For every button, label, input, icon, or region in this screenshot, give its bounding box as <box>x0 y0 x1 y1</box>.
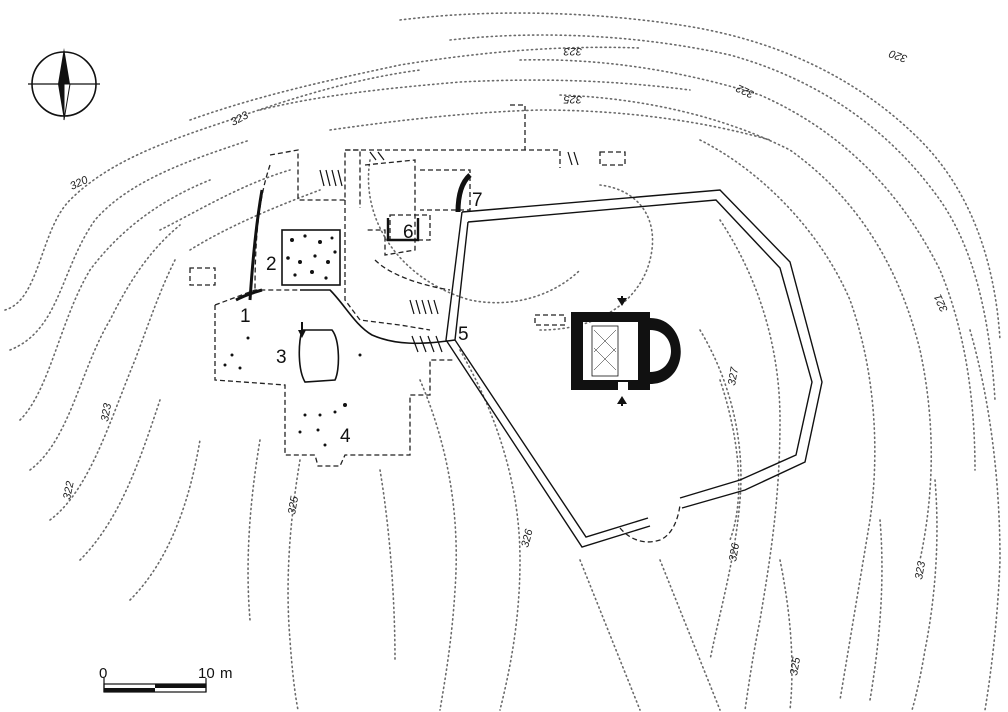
scale-start-label: 0 <box>99 665 107 682</box>
contour-line <box>419 379 457 711</box>
contour-line <box>189 189 321 251</box>
contour-line <box>129 439 201 601</box>
contour-line <box>719 379 740 541</box>
connecting-wall <box>300 289 456 345</box>
contour-label: 320 <box>68 174 91 193</box>
contour-line <box>449 34 996 401</box>
trench-outline <box>420 169 471 211</box>
contour-line <box>869 519 883 701</box>
site-label-1: 1 <box>240 306 251 327</box>
trench-outline <box>389 214 431 241</box>
rubble-dots <box>286 234 337 280</box>
contour-label: 325 <box>286 494 301 515</box>
site-numbers: 1 2 3 4 5 6 7 <box>240 190 483 447</box>
chapel-hatching <box>593 329 617 371</box>
contour-labels: 320 323 323 325 322 320 321 327 323 322 … <box>61 45 951 677</box>
contour-lines <box>4 12 1001 711</box>
trench-outline <box>269 149 361 208</box>
site-label-2: 2 <box>266 254 277 275</box>
contour-label: 326 <box>727 541 742 562</box>
wall-feature-1b <box>235 288 263 302</box>
contour-label: 323 <box>229 109 252 129</box>
structure-3-pit <box>298 329 340 383</box>
scale-bar: 0 10 m <box>99 665 233 693</box>
chapel-entrance <box>618 382 628 390</box>
enclosure-inner <box>467 199 813 499</box>
gate-trench <box>619 504 681 543</box>
contour-line <box>579 559 641 711</box>
contour-label: 325 <box>788 655 803 676</box>
chapel-structure <box>571 296 681 406</box>
site-label-7: 7 <box>472 190 483 211</box>
contour-line <box>9 139 251 351</box>
contour-line <box>29 224 181 471</box>
contour-line <box>49 259 176 521</box>
enclosure-outer-left <box>445 211 651 548</box>
contour-label: 322 <box>61 480 77 500</box>
scale-end-label: 10 <box>198 665 215 682</box>
contour-label: 323 <box>913 559 928 580</box>
site-label-3: 3 <box>276 347 287 368</box>
contour-label: 322 <box>735 82 757 101</box>
contour-line <box>699 329 742 661</box>
chapel-walls <box>571 312 650 390</box>
contour-label: 321 <box>932 292 951 314</box>
contour-line <box>287 459 301 711</box>
trench-outline <box>534 314 566 326</box>
contour-line <box>247 439 261 621</box>
enclosure-inner-left <box>454 221 649 538</box>
contour-line <box>519 58 976 471</box>
contour-line <box>189 46 641 121</box>
trench-outline <box>364 159 416 256</box>
contour-line <box>659 559 721 711</box>
site-label-6: 6 <box>403 222 414 243</box>
contour-line <box>459 349 521 711</box>
contour-line <box>379 469 396 661</box>
trench-outline <box>344 200 431 331</box>
contour-line <box>79 399 161 561</box>
contour-line <box>329 109 771 141</box>
contour-line <box>159 169 291 231</box>
contour-label: 320 <box>887 47 909 65</box>
contour-line <box>4 69 421 311</box>
excavation-structures <box>189 104 626 467</box>
hatched-walls <box>319 151 579 353</box>
contour-label: 323 <box>99 401 114 422</box>
site-label-4: 4 <box>340 426 351 447</box>
contour-line <box>779 559 793 711</box>
structure-6-wall <box>386 218 420 242</box>
trench-outline <box>214 305 455 467</box>
contour-line <box>367 159 581 304</box>
fortification-wall <box>445 189 823 548</box>
trench-outline <box>599 151 626 166</box>
site-label-5: 5 <box>458 324 469 345</box>
contour-line <box>699 139 876 701</box>
scale-unit-label: m <box>220 665 233 682</box>
post-holes <box>223 336 362 447</box>
contour-line <box>559 94 932 561</box>
contour-label: 325 <box>563 93 582 105</box>
contour-line <box>19 179 211 421</box>
trench-outline <box>214 289 300 306</box>
trench-outline <box>189 267 216 286</box>
structure-7-wall <box>455 173 472 213</box>
contour-label: 323 <box>563 45 582 57</box>
contour-line <box>911 479 938 711</box>
contour-label: 327 <box>726 365 741 386</box>
chapel-nave-inner <box>591 325 619 377</box>
chapel-apse <box>650 318 681 384</box>
contour-line <box>969 329 1001 711</box>
north-arrow-icon <box>28 48 100 121</box>
trench-outline <box>345 149 561 168</box>
trench-outline <box>374 259 451 291</box>
contour-line <box>259 79 691 111</box>
marker-arrow-head <box>298 330 306 338</box>
contour-label: 326 <box>519 527 536 549</box>
wall-feature-1 <box>248 189 264 301</box>
enclosure-outer <box>461 189 823 509</box>
contour-line <box>399 12 1001 341</box>
contour-line <box>719 219 781 711</box>
trench-outline <box>510 104 526 150</box>
